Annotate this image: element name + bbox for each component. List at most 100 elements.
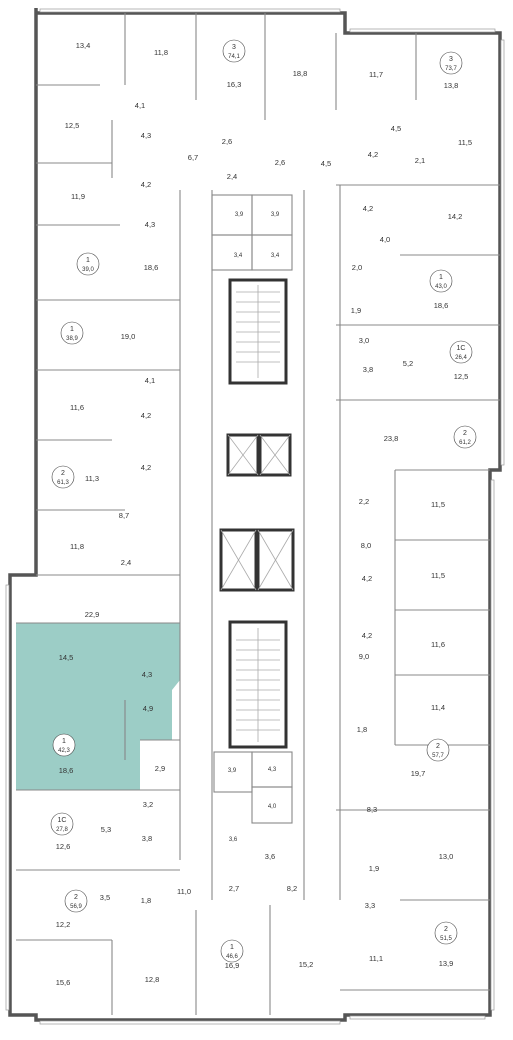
apartment-badge: 143,0 xyxy=(429,269,453,293)
room-area: 2,0 xyxy=(352,263,362,272)
room-area: 3,8 xyxy=(142,834,152,843)
svg-text:57,7: 57,7 xyxy=(432,753,444,759)
room-area: 4,2 xyxy=(363,204,373,213)
room-area: 11,0 xyxy=(177,887,191,896)
room-area: 11,7 xyxy=(369,70,383,79)
room-area: 11,4 xyxy=(431,703,445,712)
room-area: 4,3 xyxy=(268,767,277,773)
svg-text:1: 1 xyxy=(62,738,66,745)
room-area: 2,1 xyxy=(415,156,425,165)
svg-text:2: 2 xyxy=(463,430,467,437)
room-area: 11,6 xyxy=(70,403,84,412)
room-area: 8,7 xyxy=(119,511,129,520)
svg-text:26,4: 26,4 xyxy=(455,355,467,361)
room-area: 4,2 xyxy=(141,180,151,189)
room-area: 1,8 xyxy=(141,896,151,905)
outer-walls xyxy=(5,8,505,1025)
room-area: 8,0 xyxy=(361,541,371,550)
apartment-badge: 142,3 xyxy=(52,733,76,757)
room-area: 4,2 xyxy=(368,150,378,159)
svg-text:2: 2 xyxy=(74,894,78,901)
room-area: 4,2 xyxy=(362,631,372,640)
room-area: 4,0 xyxy=(380,235,390,244)
room-area: 4,2 xyxy=(141,411,151,420)
room-area: 3,9 xyxy=(235,212,244,218)
svg-text:3: 3 xyxy=(449,56,453,63)
room-area: 12,2 xyxy=(56,920,71,929)
room-area: 14,2 xyxy=(448,212,463,221)
apartment-badge: 139,0 xyxy=(76,252,100,276)
room-area: 4,1 xyxy=(145,376,155,385)
room-area: 19,7 xyxy=(411,769,426,778)
room-area: 1,8 xyxy=(357,725,367,734)
room-area: 1,9 xyxy=(369,864,379,873)
room-area: 11,6 xyxy=(431,640,445,649)
room-area: 4,9 xyxy=(143,704,153,713)
room-area: 13,8 xyxy=(444,81,459,90)
room-area: 3,9 xyxy=(271,212,280,218)
room-area: 4,3 xyxy=(145,220,155,229)
room-area: 2,6 xyxy=(275,158,285,167)
room-area: 3,3 xyxy=(365,901,375,910)
apartment-badge: 251,5 xyxy=(434,921,458,945)
svg-text:3: 3 xyxy=(232,44,236,51)
apartment-badge: 374,1 xyxy=(222,39,246,63)
apartment-badge: 1С 26,4 xyxy=(449,340,473,364)
room-labels: 13,4 11,8 16,3 18,8 11,7 13,8 4,1 12,5 4… xyxy=(56,41,472,987)
room-area: 4,5 xyxy=(391,124,401,133)
room-area: 18,6 xyxy=(434,301,449,310)
svg-text:38,9: 38,9 xyxy=(66,336,78,342)
room-area: 2,2 xyxy=(359,497,369,506)
svg-text:1С: 1С xyxy=(58,817,67,824)
apartment-badge: 373,7 xyxy=(439,51,463,75)
room-area: 11,1 xyxy=(369,954,383,963)
room-area: 12,8 xyxy=(145,975,160,984)
apartment-badge: 261,2 xyxy=(453,425,477,449)
room-area: 4,1 xyxy=(135,101,145,110)
svg-text:1: 1 xyxy=(439,274,443,281)
room-area: 4,3 xyxy=(141,131,151,140)
room-area: 4,3 xyxy=(142,670,152,679)
room-area: 3,4 xyxy=(234,253,243,259)
room-area: 4,2 xyxy=(141,463,151,472)
svg-text:56,9: 56,9 xyxy=(70,904,82,910)
room-area: 4,5 xyxy=(321,159,331,168)
room-area: 5,3 xyxy=(101,825,111,834)
interior-walls xyxy=(16,13,500,1015)
room-area: 9,0 xyxy=(359,652,369,661)
room-area: 2,4 xyxy=(121,558,131,567)
svg-text:1С: 1С xyxy=(457,345,466,352)
room-area: 18,6 xyxy=(144,263,159,272)
apartment-badge: 257,7 xyxy=(426,738,450,762)
room-area: 16,3 xyxy=(227,80,242,89)
room-area: 3,2 xyxy=(143,800,153,809)
room-area: 13,4 xyxy=(76,41,91,50)
room-area: 12,5 xyxy=(454,372,469,381)
room-area: 13,0 xyxy=(439,852,454,861)
room-area: 8,3 xyxy=(367,805,377,814)
room-area: 1,9 xyxy=(351,306,361,315)
room-area: 4,2 xyxy=(362,574,372,583)
svg-text:46,6: 46,6 xyxy=(226,954,238,960)
room-area: 15,2 xyxy=(299,960,314,969)
room-area: 4,0 xyxy=(268,804,277,810)
room-area: 16,9 xyxy=(225,961,240,970)
room-area: 3,9 xyxy=(228,768,237,774)
apartment-badge: 261,3 xyxy=(51,465,75,489)
room-area: 3,5 xyxy=(100,893,110,902)
svg-text:51,5: 51,5 xyxy=(440,936,452,942)
room-area: 5,2 xyxy=(403,359,413,368)
svg-text:2: 2 xyxy=(61,470,65,477)
room-area: 2,7 xyxy=(229,884,239,893)
room-area: 18,6 xyxy=(59,766,74,775)
room-area: 2,6 xyxy=(222,137,232,146)
room-area: 3,8 xyxy=(363,365,373,374)
room-area: 11,9 xyxy=(71,192,85,201)
svg-text:27,8: 27,8 xyxy=(56,827,68,833)
room-area: 12,5 xyxy=(65,121,80,130)
svg-text:74,1: 74,1 xyxy=(228,54,240,60)
room-area: 23,8 xyxy=(384,434,399,443)
svg-text:2: 2 xyxy=(444,926,448,933)
